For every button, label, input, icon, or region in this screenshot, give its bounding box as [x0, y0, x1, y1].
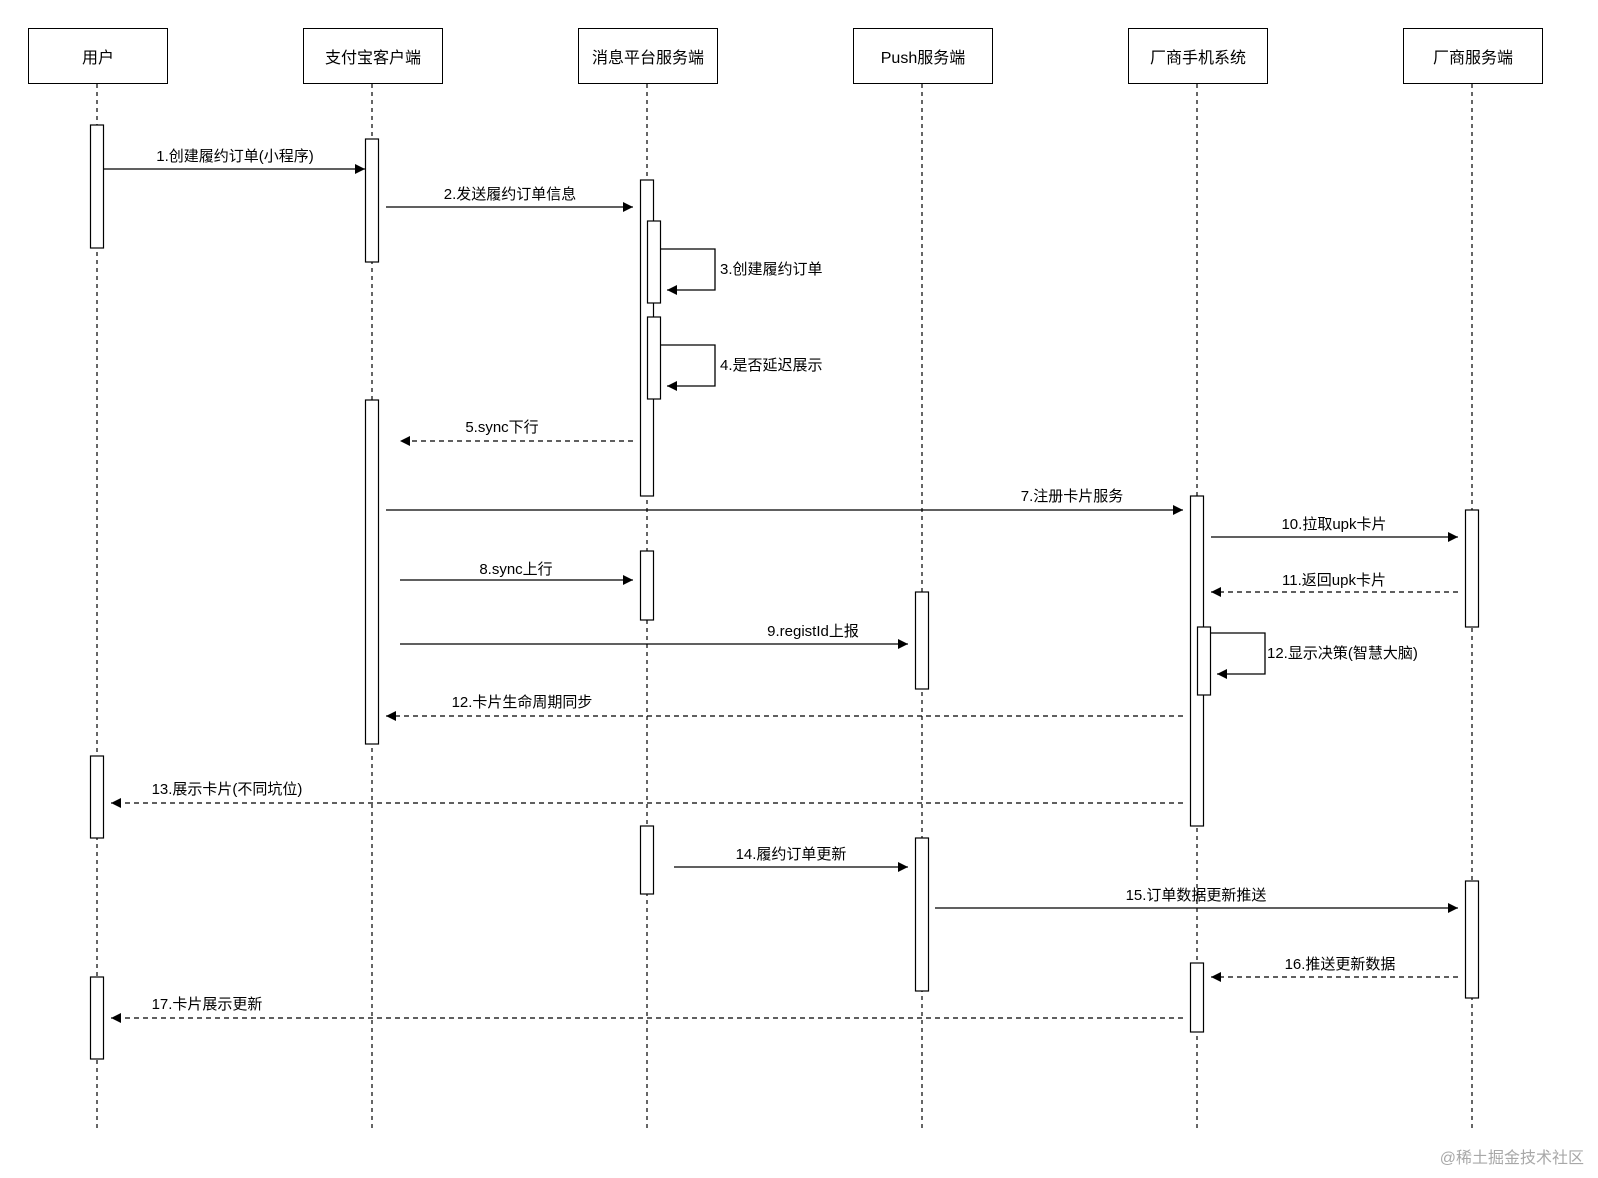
actor-label: 用户: [81, 50, 114, 67]
activation-bar: [1464, 880, 1480, 999]
activation-bar: [639, 550, 655, 621]
actor-message-platform-server: 消息平台服务端: [578, 28, 718, 84]
actor-user: 用户: [28, 28, 168, 84]
activation-bar: [1196, 626, 1212, 696]
self-message-arrow: [661, 344, 716, 391]
actor-vendor-phone-system: 厂商手机系统: [1128, 28, 1268, 84]
activation-bar: [89, 755, 105, 839]
message-label: 5.sync下行: [465, 419, 538, 436]
self-message-arrow: [1211, 632, 1266, 679]
watermark: @稀土掘金技术社区: [1439, 1150, 1584, 1167]
actor-label: Push服务端: [880, 50, 966, 67]
message-label: 2.发送履约订单信息: [444, 186, 577, 203]
activation-bar: [89, 976, 105, 1060]
activation-bar: [364, 399, 380, 745]
message-label: 12.显示决策(智慧大脑): [1267, 644, 1418, 662]
activation-bar: [914, 837, 930, 992]
message-label: 4.是否延迟展示: [720, 357, 823, 374]
activation-bar: [364, 138, 380, 263]
message-label: 9.registId上报: [767, 623, 859, 640]
activation-bar: [639, 825, 655, 895]
actor-label: 厂商手机系统: [1149, 50, 1246, 67]
activation-bar: [1189, 962, 1205, 1033]
actor-label: 支付宝客户端: [324, 50, 421, 67]
activation-bar: [89, 124, 105, 249]
actor-alipay-client: 支付宝客户端: [303, 28, 443, 84]
actor-label: 消息平台服务端: [591, 50, 704, 67]
message-label: 1.创建履约订单(小程序): [156, 148, 314, 165]
message-label: 12.卡片生命周期同步: [452, 693, 593, 711]
message-label: 11.返回upk卡片: [1282, 572, 1386, 589]
message-label: 17.卡片展示更新: [152, 996, 263, 1013]
message-label: 8.sync上行: [479, 561, 552, 578]
activation-bar: [914, 591, 930, 690]
message-label: 16.推送更新数据: [1285, 956, 1396, 973]
actor-push-server: Push服务端: [853, 28, 993, 84]
message-label: 13.展示卡片(不同坑位): [152, 781, 303, 798]
actor-vendor-server: 厂商服务端: [1403, 28, 1543, 84]
self-message-arrow: [661, 248, 716, 295]
activation-bar: [1464, 509, 1480, 628]
activation-bar: [646, 316, 662, 400]
actor-label: 厂商服务端: [1432, 50, 1513, 67]
message-label: 7.注册卡片服务: [1021, 488, 1124, 505]
message-label: 15.订单数据更新推送: [1126, 887, 1267, 904]
message-label: 14.履约订单更新: [736, 846, 847, 863]
message-label: 10.拉取upk卡片: [1281, 516, 1386, 533]
activation-bar: [646, 220, 662, 304]
message-label: 3.创建履约订单: [720, 261, 823, 278]
